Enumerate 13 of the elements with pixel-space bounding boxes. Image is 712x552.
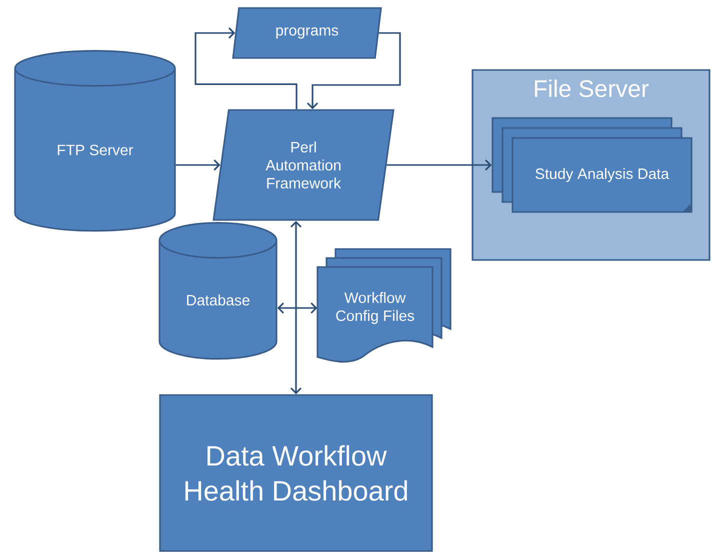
arrow [176, 159, 220, 171]
arrow [306, 32, 401, 110]
document-stack: Study Analysis Data [492, 117, 692, 213]
cylinder: Database [158, 222, 278, 360]
parallelogram-box: Perl Automation Framework [212, 109, 394, 221]
arrow [194, 27, 298, 110]
document-stack: Workflow Config Files [316, 248, 452, 363]
arrow [277, 302, 318, 314]
process-box: Data Workflow Health Dashboard [159, 394, 433, 552]
arrow [290, 220, 302, 394]
parallelogram-box: programs [232, 7, 382, 59]
cylinder: FTP Server [14, 50, 176, 232]
arrow [386, 159, 492, 171]
